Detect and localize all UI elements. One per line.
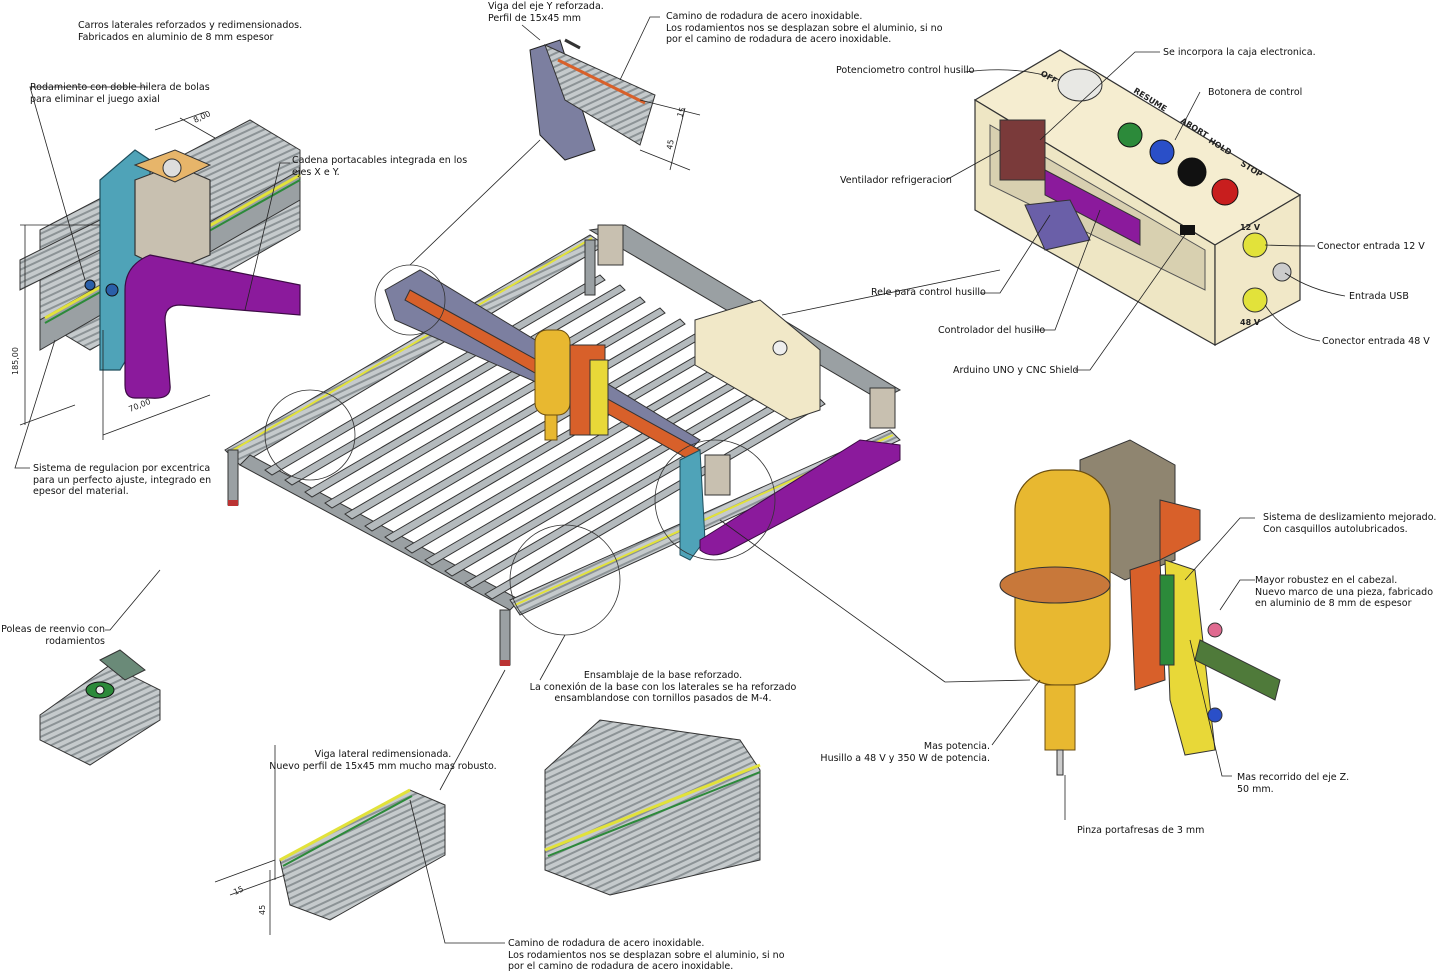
callout-conector-48v: Conector entrada 48 V — [1322, 336, 1430, 347]
lateral-beam-dimensions — [214, 859, 286, 935]
pulley-detail — [39, 649, 161, 766]
callout-camino-top: Camino de rodadura de acero inoxidable.L… — [666, 11, 943, 45]
callout-caja: Se incorpora la caja electronica. — [1163, 47, 1316, 58]
carriage-dimensions — [19, 111, 216, 440]
dim-70: 70,00 — [127, 397, 152, 414]
spindle-head-detail — [999, 439, 1281, 776]
dim-15-bottom: 15 — [232, 884, 245, 896]
y-beam-dimensions — [639, 99, 701, 171]
dim-15-top: 15 — [675, 106, 687, 119]
dim-185: 185,00 — [11, 347, 20, 375]
callout-deslizamiento: Sistema de deslizamiento mejorado.Con ca… — [1263, 512, 1436, 535]
callout-recorrido: Mas recorrido del eje Z.50 mm. — [1237, 772, 1350, 795]
callout-controlador: Controlador del husillo — [938, 325, 1046, 336]
callout-usb: Entrada USB — [1349, 291, 1409, 302]
callout-camino-bottom: Camino de rodadura de acero inoxidable.L… — [508, 938, 785, 972]
dim-45-bottom: 45 — [258, 905, 267, 915]
callout-arduino: Arduino UNO y CNC Shield — [953, 365, 1079, 376]
callout-ventilador: Ventilador refrigeracion — [840, 175, 952, 186]
box-label-48v: 48 V — [1240, 318, 1261, 327]
callout-base: Ensamblaje de la base reforzado.La conex… — [529, 670, 797, 704]
callout-robustez: Mayor robustez en el cabezal.Nuevo marco… — [1255, 575, 1434, 609]
callout-potencia: Mas potencia.Husillo a 48 V y 350 W de p… — [820, 741, 990, 764]
callout-viga-y: Viga del eje Y reforzada.Perfil de 15x45… — [488, 1, 604, 24]
dim-45-top: 45 — [665, 139, 676, 151]
base-assembly-detail — [544, 719, 761, 896]
callout-potenciometro: Potenciometro control husillo — [836, 65, 975, 76]
carriage-detail — [19, 119, 301, 399]
lateral-beam-detail — [279, 788, 446, 921]
callout-pinza: Pinza portafresas de 3 mm — [1077, 825, 1205, 836]
leader-lines — [14, 16, 1346, 944]
callout-viga-lateral: Viga lateral redimensionada.Nuevo perfil… — [269, 749, 497, 772]
y-beam-detail — [529, 38, 656, 161]
cnc-machine — [224, 224, 902, 666]
dim-8: 8,00 — [192, 109, 212, 125]
callout-rele: Rele para control husillo — [871, 287, 986, 298]
box-label-12v: 12 V — [1240, 223, 1261, 232]
callout-conector-12v: Conector entrada 12 V — [1317, 241, 1425, 252]
callout-carros: Carros laterales reforzados y redimensio… — [78, 20, 303, 43]
callout-botonera: Botonera de control — [1208, 87, 1303, 98]
